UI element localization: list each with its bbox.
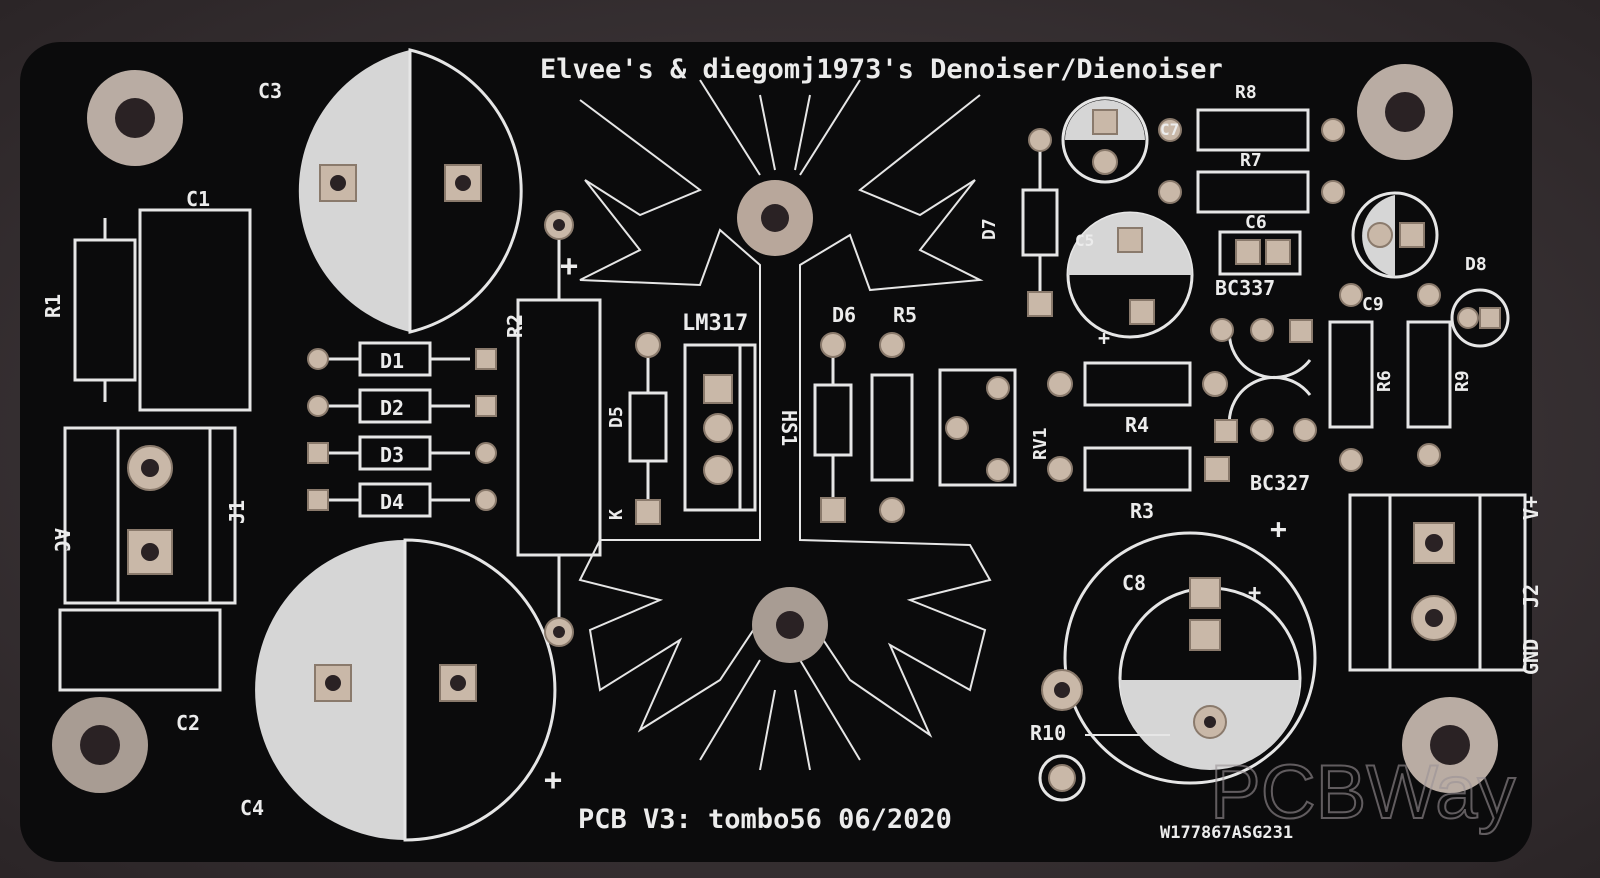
ref-rv1: RV1 — [1030, 427, 1051, 460]
heatsink-hs1-outline — [578, 79, 992, 771]
ref-hs1: HS1 — [777, 410, 801, 446]
ref-c5: C5 — [1075, 231, 1094, 250]
c3-plus: + — [560, 249, 578, 284]
resistor-r9-outline — [1406, 320, 1452, 429]
ref-c1: C1 — [186, 187, 210, 211]
ref-r6: R6 — [1374, 370, 1395, 392]
c8-inner-plus: + — [1248, 581, 1261, 606]
ref-gnd: GND — [1519, 639, 1543, 675]
ref-r4: R4 — [1125, 413, 1149, 437]
ref-j1: J1 — [225, 500, 249, 524]
resistor-r8-outline — [1196, 108, 1310, 152]
ref-c6: C6 — [1245, 212, 1267, 233]
ref-lm317: LM317 — [682, 311, 748, 336]
resistor-r6-outline — [1328, 320, 1374, 429]
ref-r5: R5 — [893, 303, 917, 327]
ref-c8: C8 — [1122, 571, 1146, 595]
board-serial: W177867ASG231 — [1160, 823, 1293, 843]
ref-d6: D6 — [832, 303, 856, 327]
c8-plus: + — [1270, 512, 1287, 545]
resistor-r4-outline — [1083, 361, 1192, 407]
mounting-holes — [52, 64, 1498, 793]
c5-plus: + — [1098, 326, 1110, 350]
ref-d1: D1 — [380, 349, 404, 373]
ref-d2: D2 — [380, 396, 404, 420]
ref-c7: C7 — [1160, 120, 1179, 139]
board-footer: PCB V3: tombo56 06/2020 — [578, 804, 952, 835]
ref-c9: C9 — [1362, 294, 1384, 315]
resistor-r3-outline — [1083, 446, 1192, 492]
ref-j2: J2 — [1519, 584, 1543, 608]
led-d8-outline — [1450, 288, 1510, 348]
capacitor-c1-outline — [138, 208, 252, 412]
ref-r2: R2 — [503, 314, 527, 338]
pcbway-watermark: PCBWay — [1210, 750, 1515, 835]
ref-c3: C3 — [258, 79, 282, 103]
transistor-bc337-outline — [1227, 324, 1312, 379]
transistor-bc327-outline — [1227, 376, 1312, 431]
ref-r1: R1 — [41, 294, 65, 318]
pcb-board — [20, 42, 1532, 862]
diode-bridge — [307, 341, 497, 518]
c4-plus: + — [544, 763, 562, 798]
ref-bc337: BC337 — [1215, 276, 1275, 300]
ref-k: K — [606, 509, 627, 520]
ref-d5: D5 — [606, 406, 627, 428]
ref-r3: R3 — [1130, 499, 1154, 523]
resistor-r7-outline — [1196, 170, 1310, 214]
ref-d7: D7 — [979, 218, 1000, 240]
ref-d4: D4 — [380, 490, 404, 514]
ref-ac: AC — [50, 528, 74, 552]
ref-d3: D3 — [380, 443, 404, 467]
connector-j2-outline — [1348, 493, 1527, 672]
trimmer-rv1-outline — [938, 368, 1017, 487]
ref-r10: R10 — [1030, 721, 1066, 745]
board-title: Elvee's & diegomj1973's Denoiser/Dienois… — [540, 54, 1223, 85]
capacitor-c8-outline — [1063, 531, 1317, 785]
capacitor-c6-outline — [1218, 230, 1302, 276]
ref-r9: R9 — [1452, 370, 1473, 392]
ref-r7: R7 — [1240, 150, 1262, 171]
ref-d8: D8 — [1465, 254, 1487, 275]
ref-bc327: BC327 — [1250, 471, 1310, 495]
lm317-outline — [683, 343, 757, 512]
ref-vplus: V+ — [1519, 496, 1543, 520]
capacitor-c2-outline — [58, 608, 222, 692]
ref-c2: C2 — [176, 711, 200, 735]
connector-j1-outline — [63, 426, 237, 605]
ref-r8: R8 — [1235, 82, 1257, 103]
ref-c4: C4 — [240, 796, 264, 820]
resistor-r5-outline — [870, 373, 914, 482]
capacitor-c4 — [255, 538, 557, 842]
capacitor-c3 — [298, 48, 523, 334]
